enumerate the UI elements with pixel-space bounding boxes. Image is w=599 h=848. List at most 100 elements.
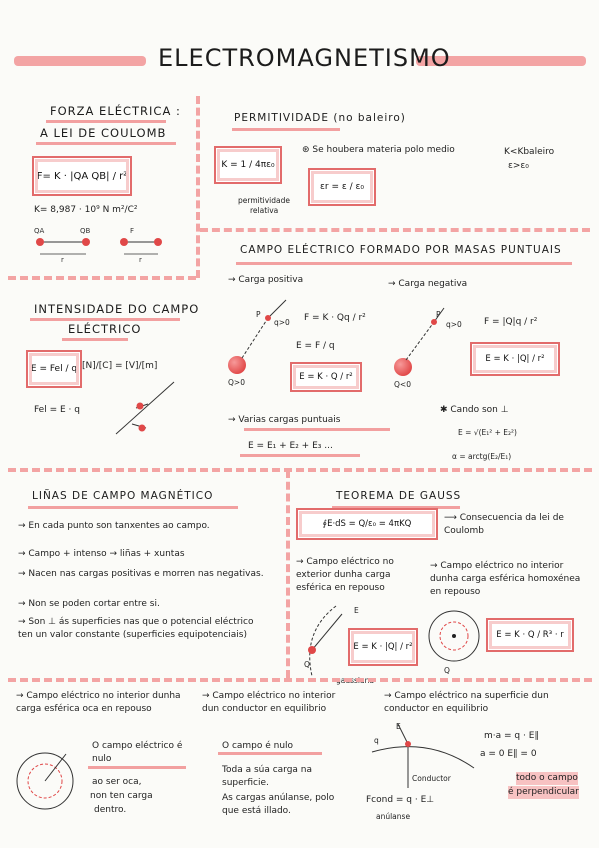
bottom-b-text-1: Toda a súa carga na superficie. (222, 765, 313, 788)
formula-f3: F = |Q|q / r² (484, 317, 538, 327)
q-small-label-1: q>0 (274, 318, 290, 327)
varias-cargas: → Varias cargas puntuais (228, 415, 341, 425)
cando-label: ✱ Cando son ⊥ (440, 405, 509, 415)
title-bar-right (416, 56, 586, 66)
bottom-c-anulanse: anúlanse (376, 812, 411, 821)
bottom-c-bottom-1: todo o campo (516, 772, 578, 785)
bottom-a-sub: O campo eléctrico é nulo (92, 741, 183, 764)
gauss-ext-q: Q (304, 660, 310, 669)
varias-underline (244, 428, 390, 431)
gauss-int-q: Q (444, 666, 450, 675)
intensidade-heading-1: INTENSIDADE DO CAMPO (34, 302, 200, 316)
carga-positiva-label: → Carga positiva (228, 275, 304, 285)
divider-h3 (8, 468, 592, 472)
intensidade-formula-box: E = Fel / q (26, 350, 82, 388)
svg-text:r: r (139, 256, 142, 264)
bottom-c-q: q (374, 736, 379, 745)
bottom-a-text-3: dentro. (94, 805, 127, 815)
gauss-int-diagram (428, 610, 480, 662)
bottom-c-heading: → Campo eléctrico na superficie dun cond… (384, 691, 549, 714)
page-title: ELECTROMAGNETISMO (158, 44, 451, 72)
campo-neg-box: E = K · |Q| / r² (470, 342, 560, 376)
campo-pos-box: E = K · Q / r² (290, 362, 362, 392)
gauss-consequence: ⟶ Consecuencia da lei de Coulomb (444, 513, 564, 536)
intensidade-underline-2 (62, 338, 128, 341)
divider-h1 (8, 276, 196, 280)
gauss-ext-e: E (354, 606, 359, 615)
sum-underline (240, 454, 360, 457)
forza-heading-2: A LEI DE COULOMB (40, 126, 167, 140)
bottom-c-formula-1: m·a = q · E∥ (484, 731, 539, 741)
divider-h2 (200, 228, 590, 232)
svg-text:r: r (61, 256, 64, 264)
bottom-c-bottom-2: é perpendicular (508, 786, 579, 799)
carga-negativa-label: → Carga negativa (388, 279, 468, 289)
positive-charge (228, 356, 246, 374)
bottom-c-e: E (396, 722, 401, 731)
k-value: K= 8,987 · 10⁹ N m²/C² (34, 205, 138, 215)
p-label-2: P (436, 310, 441, 319)
linas-heading: LIÑAS DE CAMPO MAGNÉTICO (32, 490, 214, 502)
bottom-c-formula-2: a = 0 E∥ = 0 (480, 749, 537, 759)
k-epsilon-box: K = 1 / 4πε₀ (214, 146, 282, 184)
gauss-ext-heading: → Campo eléctrico no exterior dunha carg… (296, 557, 394, 593)
permitividade-underline (232, 128, 340, 131)
intensidade-underline-1 (30, 318, 180, 321)
er-formula-box: εr = ε / ε₀ (308, 168, 376, 206)
svg-text:QA: QA (34, 227, 45, 235)
bottom-b-text-2: As cargas anúlanse, polo que está illado… (222, 793, 335, 816)
bottom-c-diagram (371, 723, 475, 788)
permitividade-heading: PERMITIVIDADE (no baleiro) (234, 112, 406, 124)
linas-item-4: → Non se poden cortar entre si. (18, 599, 160, 609)
gauss-ext-box: E = K · |Q| / r² (348, 628, 418, 666)
bottom-a-underline (88, 766, 186, 769)
linas-underline (28, 506, 238, 509)
intensidade-units: [N]/[C] = [V]/[m] (82, 361, 158, 371)
intensidade-diagram (115, 381, 175, 435)
er-label-1: permitividade (238, 196, 290, 205)
bottom-a-diagram (16, 752, 74, 810)
p-label-1: P (256, 310, 261, 319)
forza-underline-1 (46, 120, 166, 123)
divider-h4 (8, 678, 592, 682)
forza-heading-1: FORZA ELÉCTRICA : (50, 104, 181, 118)
campo-puntual-heading: CAMPO ELÉCTRICO FORMADO POR MASAS PUNTUA… (240, 244, 562, 256)
formula-f1: F = K · Qq / r² (304, 313, 366, 323)
bottom-c-conductor: Conductor (412, 774, 451, 783)
gauss-formula-box: ∮E·dS = Q/ε₀ = 4πKQ (296, 508, 438, 540)
gauss-underline (332, 506, 460, 509)
coulomb-diagram: r r QA QB F (34, 227, 162, 264)
bottom-b-sub: O campo é nulo (222, 741, 294, 751)
divider-v2 (286, 470, 290, 678)
svg-text:F: F (130, 227, 134, 235)
bottom-a-text-2: non ten carga (90, 791, 153, 801)
varias-sum: E = E₁ + E₂ + E₃ ... (248, 441, 333, 451)
bottom-b-heading: → Campo eléctrico no interior dun conduc… (202, 691, 336, 714)
er-label-2: relativa (250, 206, 279, 215)
linas-item-1: → En cada punto son tanxentes ao campo. (18, 521, 210, 531)
title-bar-left (14, 56, 146, 66)
linas-item-5: → Son ⊥ ás superficies nas que o potenci… (18, 617, 254, 640)
positive-field-diagram (241, 299, 287, 359)
bottom-a-heading: → Campo eléctrico no interior dunha carg… (16, 691, 181, 714)
divider-v1 (196, 96, 200, 278)
gauss-int-box: E = K · Q / R³ · r (486, 618, 574, 652)
coulomb-formula-box: F= K · |QA QB| / r² (32, 156, 132, 196)
vector-angle: α = arctg(E₂/E₁) (452, 452, 512, 461)
bottom-a-text-1: ao ser oca, (92, 777, 142, 787)
linas-item-2: → Campo + intenso → liñas + xuntas (18, 549, 185, 559)
q-small-label-2: q>0 (446, 320, 462, 329)
negative-field-diagram (405, 307, 445, 361)
q-pos-label: Q>0 (228, 378, 245, 387)
q-neg-label: Q<0 (394, 380, 411, 389)
gauss-ext-diagram (308, 605, 343, 677)
cando-modulo: E = √(E₁² + E₂²) (458, 428, 517, 437)
linas-item-3: → Nacen nas cargas positivas e morren na… (18, 569, 264, 579)
formula-f2: E = F / q (296, 341, 335, 351)
intensidade-vector: Fel = E · q (34, 405, 80, 415)
gauss-int-heading: → Campo eléctrico no interior dunha carg… (430, 561, 581, 597)
svg-text:QB: QB (80, 227, 91, 235)
gauss-heading: TEOREMA DE GAUSS (336, 490, 462, 502)
bottom-b-underline (218, 752, 322, 755)
relation-2: ε>ε₀ (508, 161, 529, 171)
